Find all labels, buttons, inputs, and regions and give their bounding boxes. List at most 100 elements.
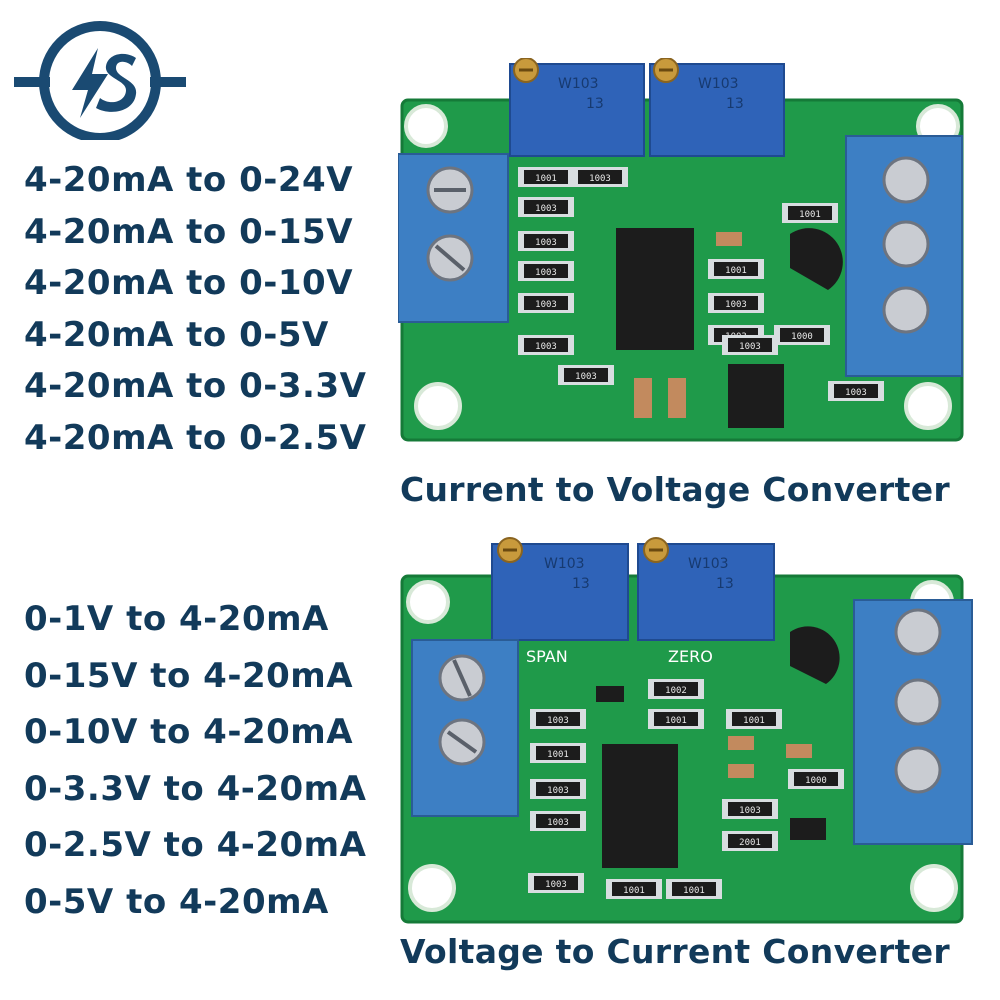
range-item: 4-20mA to 0-5V	[24, 314, 329, 355]
range-item: 4-20mA to 0-2.5V	[24, 417, 367, 458]
capacitor	[728, 736, 754, 750]
ic-chip	[616, 228, 694, 350]
ic-chip	[728, 364, 784, 428]
smd-resistor	[714, 296, 758, 310]
resistor-code: 1001	[743, 716, 765, 726]
resistor-code: 1001	[547, 750, 569, 760]
resistor-code: 1003	[575, 372, 597, 382]
resistor-code: 1003	[547, 786, 569, 796]
resistor-code: 1003	[547, 818, 569, 828]
resistor-code: 1002	[665, 686, 687, 696]
resistor-code: 1003	[547, 716, 569, 726]
mounting-hole	[414, 382, 462, 430]
mounting-hole	[406, 580, 450, 624]
pot-sublabel: 13	[586, 96, 604, 112]
resistor-code: 1001	[623, 886, 645, 896]
smd-resistor	[728, 802, 772, 816]
resistor-code: 1003	[535, 238, 557, 248]
pot-label: W103	[698, 76, 739, 92]
range-item: 0-10V to 4-20mA	[24, 712, 354, 752]
capacitor	[786, 744, 812, 758]
voltage-to-current-caption: Voltage to Current Converter	[400, 932, 950, 971]
pot-sublabel: 13	[716, 576, 734, 592]
two-pin-screw-terminal	[411, 639, 519, 817]
smd-resistor	[524, 200, 568, 214]
voltage-to-current-range-list: 0-1V to 4-20mA 0-15V to 4-20mA 0-10V to …	[24, 602, 366, 941]
smd-resistor	[794, 772, 838, 786]
transistor	[790, 626, 840, 684]
smd-resistor	[654, 712, 698, 726]
pot-label: W103	[688, 556, 729, 572]
smd-resistor	[524, 338, 568, 352]
resistor-code: 1003	[535, 342, 557, 352]
smd-resistor	[524, 296, 568, 310]
resistor-code: 2001	[739, 838, 761, 848]
capacitor	[634, 378, 652, 418]
resistor-code: 1003	[535, 204, 557, 214]
silkscreen-span-label: SPAN	[526, 647, 568, 666]
current-to-voltage-range-list: 4-20mA to 0-24V 4-20mA to 0-15V 4-20mA t…	[24, 163, 366, 472]
resistor-code: 1003	[739, 806, 761, 816]
smd-resistor	[654, 682, 698, 696]
resistor-code: 1003	[739, 342, 761, 352]
resistor-code: 1003	[725, 300, 747, 310]
range-item: 0-1V to 4-20mA	[24, 599, 329, 639]
smd-resistor	[728, 338, 772, 352]
sot-transistor	[596, 686, 624, 702]
smd-resistor-group: 1002 1001 1001 1003 1001 1003 1003 1000 1003 2001…	[528, 679, 844, 899]
smd-resistor	[524, 264, 568, 278]
smd-resistor	[834, 384, 878, 398]
range-item: 0-3.3V to 4-20mA	[24, 768, 367, 809]
trimmer-potentiometer: W103 13	[637, 537, 775, 641]
smd-resistor	[578, 170, 622, 184]
smd-resistor	[732, 712, 776, 726]
smd-resistor	[788, 206, 832, 220]
range-item: 4-20mA to 0-10V	[24, 263, 354, 303]
resistor-code: 1001	[725, 266, 747, 276]
smd-resistor	[612, 882, 656, 896]
smd-resistor	[536, 814, 580, 828]
trimmer-potentiometer: W103 13	[491, 537, 629, 641]
two-pin-screw-terminal	[397, 153, 509, 323]
smd-resistor	[536, 746, 580, 760]
smd-resistor	[536, 712, 580, 726]
range-item: 4-20mA to 0-24V	[24, 160, 354, 200]
smd-resistor	[728, 834, 772, 848]
current-to-voltage-caption: Current to Voltage Converter	[400, 470, 950, 509]
smd-resistor	[672, 882, 716, 896]
ic-chip	[602, 744, 678, 868]
resistor-code: 1001	[799, 210, 821, 220]
resistor-code: 1001	[665, 716, 687, 726]
mounting-hole	[910, 864, 958, 912]
smd-resistor	[714, 262, 758, 276]
smd-resistor	[524, 170, 568, 184]
resistor-code: 1003	[545, 880, 567, 890]
mounting-hole	[408, 864, 456, 912]
brand-logo	[14, 20, 186, 143]
smd-resistor	[536, 782, 580, 796]
pot-sublabel: 13	[572, 576, 590, 592]
current-to-voltage-board-image: W103 13 W103 13 100	[397, 57, 978, 442]
range-item: 0-5V to 4-20mA	[24, 881, 329, 922]
smd-resistor	[564, 368, 608, 382]
mounting-hole	[904, 382, 952, 430]
capacitor	[728, 764, 754, 778]
capacitor	[716, 232, 742, 246]
trimmer-potentiometer: W103 13	[649, 57, 785, 157]
smd-resistor	[524, 234, 568, 248]
range-item: 4-20mA to 0-15V	[24, 211, 354, 252]
resistor-code: 1000	[805, 776, 827, 786]
resistor-code: 1003	[589, 174, 611, 184]
range-item: 0-2.5V to 4-20mA	[24, 825, 367, 865]
resistor-code: 1001	[683, 886, 705, 896]
range-item: 4-20mA to 0-3.3V	[24, 366, 367, 406]
three-pin-screw-terminal	[853, 599, 973, 845]
resistor-code: 1000	[791, 332, 813, 342]
es-lightning-logo-icon	[14, 21, 186, 143]
trimmer-potentiometer: W103 13	[509, 57, 645, 157]
pot-label: W103	[544, 556, 585, 572]
resistor-code: 1003	[845, 388, 867, 398]
smd-resistor	[780, 328, 824, 342]
